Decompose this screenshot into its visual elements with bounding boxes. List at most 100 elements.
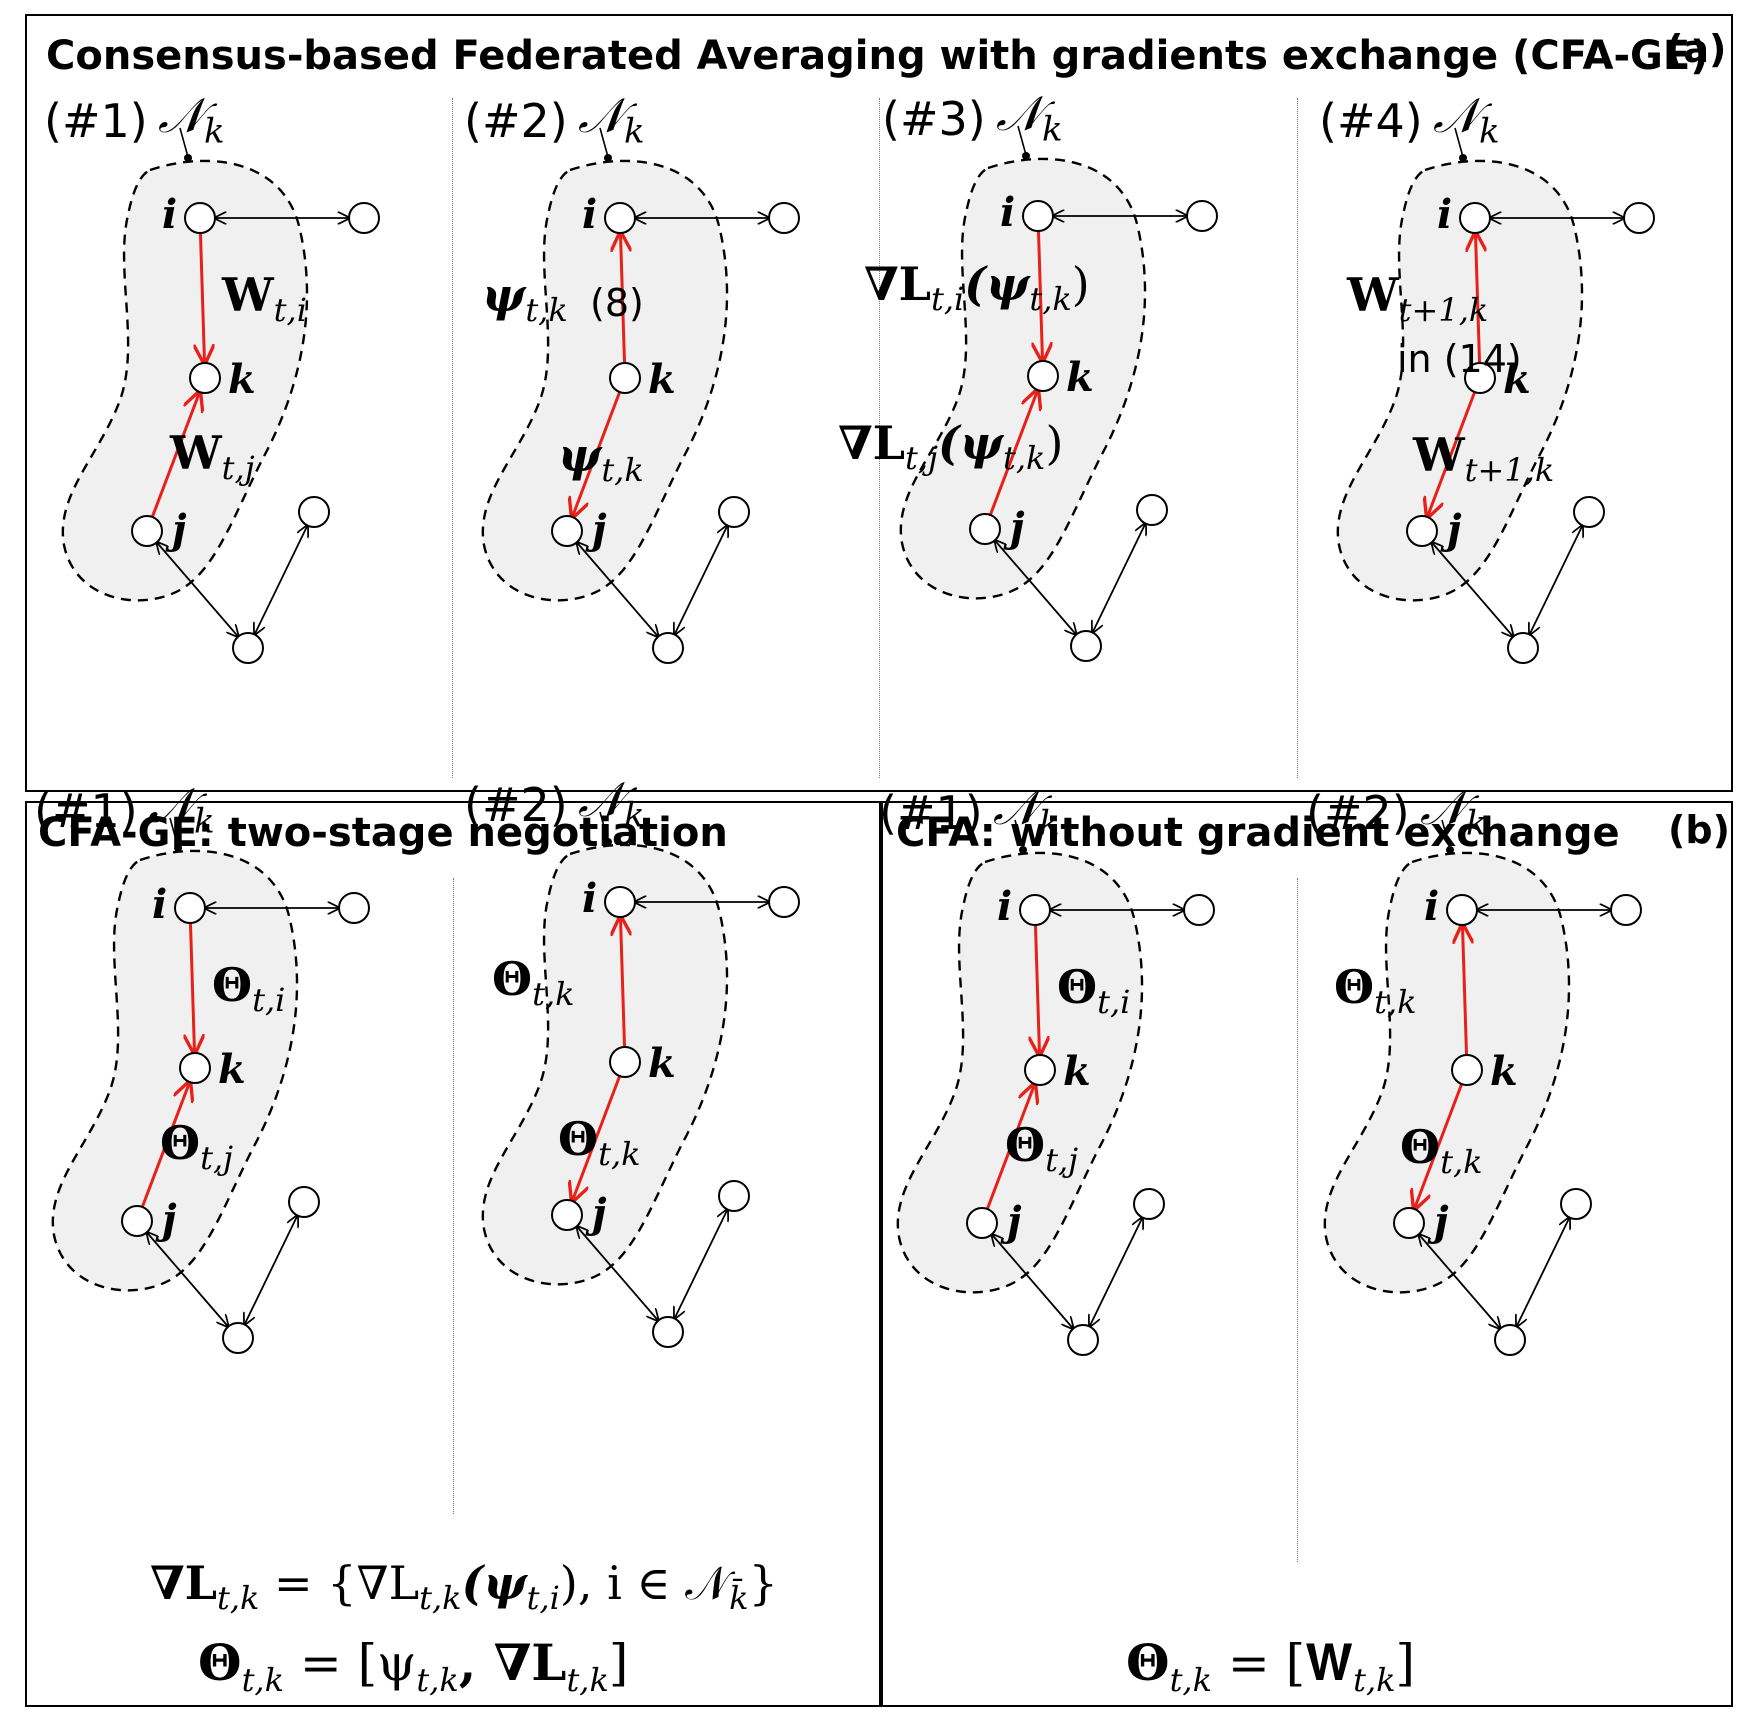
neighborhood-label: 𝒩k (993, 780, 1060, 844)
neighborhood-label: 𝒩k (578, 88, 645, 152)
node-label-j: j (1434, 1198, 1449, 1245)
node-outside (1494, 1324, 1526, 1356)
node-i (1022, 200, 1054, 232)
edge-note: (8) (590, 281, 644, 325)
separator (1297, 878, 1298, 1562)
step-label: (#1) (34, 784, 138, 838)
edge-label-lower: ∇Lt,j(ψt,k) (838, 416, 1064, 478)
node-i (604, 886, 636, 918)
node-outside (1133, 1188, 1165, 1220)
edge-i-to-k (1035, 924, 1039, 1055)
node-j (1393, 1207, 1425, 1239)
section-b-left-box (25, 801, 883, 1707)
link-outside-outside (675, 525, 728, 634)
neighborhood-pointer-dot (604, 838, 612, 846)
neighborhood-region (61, 159, 309, 602)
neighborhood-pointer (1454, 127, 1464, 158)
edge-k-to-i (620, 233, 624, 364)
node-i (184, 202, 216, 234)
node-outside (1136, 494, 1168, 526)
edge-i-to-k (190, 922, 194, 1053)
edge-label-upper: 𝚯t,k (492, 952, 575, 1014)
neighborhood-region (896, 851, 1144, 1294)
edge-j-to-k (150, 392, 199, 518)
neighborhood-pointer (1017, 125, 1027, 156)
link-j-outside (1419, 1234, 1500, 1328)
edge-label-upper: 𝐖t+1,k (1347, 268, 1489, 330)
edge-j-to-k (985, 1084, 1034, 1210)
node-j (551, 515, 583, 547)
node-outside (1623, 202, 1655, 234)
node-outside (652, 1316, 684, 1348)
link-j-outside (995, 540, 1076, 634)
node-outside (288, 1186, 320, 1218)
section-b-tag: (b) (1668, 808, 1730, 852)
node-label-j: j (592, 506, 607, 553)
node-label-j: j (592, 1190, 607, 1237)
link-outside-outside (1093, 523, 1146, 632)
edge-label-lower: ψt,k (558, 428, 644, 490)
node-label-k: k (1503, 356, 1531, 403)
node-k (1464, 362, 1496, 394)
node-j (131, 515, 163, 547)
neighborhood-pointer-dot (184, 154, 192, 162)
step-label: (#4) (1319, 94, 1423, 148)
node-label-i: i (582, 191, 598, 238)
node-outside (348, 202, 380, 234)
node-outside (222, 1322, 254, 1354)
node-label-j: j (1010, 504, 1025, 551)
panel-graph (1336, 127, 1655, 664)
node-label-k: k (1063, 1048, 1091, 1095)
node-label-k: k (648, 356, 676, 403)
neighborhood-label: 𝒩k (996, 86, 1063, 150)
step-label: (#1) (44, 94, 148, 148)
node-outside (1560, 1188, 1592, 1220)
edge-k-to-j (572, 391, 622, 517)
node-i (174, 892, 206, 924)
node-label-k: k (1490, 1048, 1518, 1095)
separator (1297, 98, 1298, 778)
neighborhood-pointer-dot (1459, 154, 1467, 162)
node-k (1027, 360, 1059, 392)
node-j (551, 1199, 583, 1231)
node-outside (1070, 630, 1102, 662)
node-label-j: j (172, 506, 187, 553)
edge-label-lower: 𝐖t,j (170, 426, 255, 488)
neighborhood-region (1323, 851, 1571, 1294)
edge-label-upper: 𝚯t,i (1057, 960, 1131, 1022)
edge-label-lower: 𝚯t,k (558, 1112, 641, 1174)
node-label-j: j (162, 1196, 177, 1243)
panel-graph (899, 125, 1218, 662)
edge-label-upper: 𝚯t,k (1334, 960, 1417, 1022)
node-k (609, 362, 641, 394)
node-k (1451, 1054, 1483, 1086)
neighborhood-pointer-dot (604, 154, 612, 162)
node-outside (338, 892, 370, 924)
node-outside (1573, 496, 1605, 528)
node-label-i: i (1000, 189, 1016, 236)
panel-graph (1323, 819, 1642, 1356)
node-k (189, 362, 221, 394)
node-outside (652, 632, 684, 664)
node-label-k: k (218, 1046, 246, 1093)
edge-label-lower: 𝚯t,j (1005, 1118, 1079, 1180)
step-label: (#2) (464, 778, 568, 832)
node-j (121, 1205, 153, 1237)
link-j-outside (992, 1234, 1073, 1328)
node-i (1459, 202, 1491, 234)
neighborhood-region (899, 157, 1147, 600)
neighborhood-pointer-dot (174, 844, 182, 852)
panel-graph (896, 819, 1215, 1356)
node-outside (768, 886, 800, 918)
edge-label-upper: ψt,k (482, 268, 568, 330)
node-i (1446, 894, 1478, 926)
node-label-k: k (228, 356, 256, 403)
step-label: (#1) (879, 786, 983, 840)
section-b-right-box (879, 801, 1733, 1707)
node-outside (1507, 632, 1539, 664)
link-outside-outside (1517, 1217, 1570, 1326)
separator (452, 98, 453, 778)
link-outside-outside (255, 525, 308, 634)
edge-j-to-k (140, 1082, 189, 1208)
link-j-outside (1432, 542, 1513, 636)
